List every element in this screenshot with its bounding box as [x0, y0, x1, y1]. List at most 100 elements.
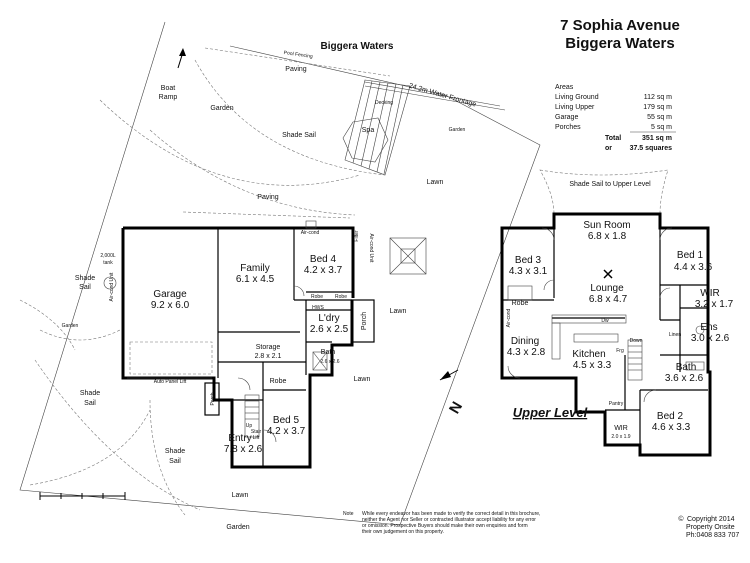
- copyright-symbol: ©: [678, 515, 684, 523]
- upper-stairs: [627, 339, 643, 381]
- room-name-bath: Bath: [321, 349, 336, 356]
- note-text-line: or omission. Prospective Buyers should m…: [362, 523, 528, 529]
- water-tank: [103, 276, 117, 290]
- room-name-storage: Storage: [256, 344, 281, 351]
- hws-label: HWS: [312, 305, 324, 311]
- vanity: [685, 361, 705, 371]
- tank-label: tank: [103, 260, 113, 266]
- room-size-storage: 2.8 x 2.1: [255, 353, 282, 360]
- room-name-entry: Entry: [228, 433, 251, 444]
- disclaimer-note: Note While every endeavor has been made …: [343, 511, 540, 535]
- property-boundary: [19, 21, 541, 526]
- boat-ramp-label: Boat: [161, 85, 175, 92]
- room-size-bed2: 4.6 x 3.3: [652, 422, 691, 433]
- area-or-label: or: [605, 145, 612, 152]
- auto-panel-lift-label: Auto Panel Lift: [154, 379, 187, 385]
- shade-sail-label: Sail: [169, 458, 181, 465]
- entry-porch: [204, 382, 220, 416]
- shade-sail-label: Sail: [84, 400, 96, 407]
- up-label: Up: [246, 423, 253, 429]
- area-label: Living Upper: [555, 104, 595, 111]
- paving-label: Paving: [285, 66, 307, 73]
- room-name-lounge: Lounge: [590, 283, 624, 294]
- area-total-label: Total: [605, 135, 621, 142]
- room-name-kitchen: Kitchen: [572, 349, 605, 360]
- door-swing: [659, 287, 671, 299]
- lawn-label: Lawn: [390, 308, 407, 315]
- aircond-label: Air-cond: [506, 308, 512, 327]
- kitchen-bench: [551, 322, 561, 360]
- ceiling-fan-icon: [603, 269, 613, 279]
- copyright-line: Ph:0408 833 707: [686, 532, 739, 539]
- garden-label: Garden: [449, 127, 466, 133]
- room-size-ens: 3.0 x 2.6: [691, 333, 730, 344]
- shade-sail-label: Sail: [79, 284, 91, 291]
- pool-fencing-line: [204, 47, 391, 77]
- room-name-garage: Garage: [153, 289, 187, 300]
- shade-sail-label: Shade: [75, 275, 95, 282]
- paving-edge: [182, 211, 351, 219]
- room-size-bed1: 4.4 x 3.6: [674, 262, 713, 273]
- site-plan: Biggera Waters Boat Ramp Pool Fencing 24…: [19, 21, 541, 531]
- aircond-label: Air-cond: [301, 230, 320, 236]
- area-total-value: 351 sq m: [642, 135, 672, 142]
- room-name-wir1: WIR: [700, 288, 719, 299]
- area-value: 55 sq m: [647, 114, 672, 121]
- robe-label: Robe: [335, 294, 347, 300]
- robe-label: Robe: [270, 378, 287, 385]
- shade-sail-label: Shade: [80, 390, 100, 397]
- room-size-sunroom: 6.8 x 1.8: [588, 231, 627, 242]
- door-swing: [543, 279, 555, 291]
- upper-level-label: Upper Level: [513, 405, 588, 420]
- aircond-unit-label: Air-cond Unit: [368, 234, 374, 264]
- ground-floor-plan: Garage 9.2 x 6.0 Family 6.1 x 4.5 Bed 4 …: [109, 220, 375, 469]
- linen-label: Linen: [669, 332, 681, 338]
- room-size-dining: 4.3 x 2.8: [507, 347, 546, 358]
- shade-sail-outline: [149, 399, 186, 516]
- room-size-bed4: 4.2 x 3.7: [304, 265, 343, 276]
- door-swing: [541, 227, 555, 241]
- area-value: 179 sq m: [643, 104, 672, 111]
- water-frontage-line: [364, 85, 506, 111]
- copyright-line: Copyright 2014: [687, 516, 735, 523]
- biggera-waters-label: Biggera Waters: [321, 41, 394, 52]
- compass-north-label: N: [446, 399, 466, 417]
- room-name-dining: Dining: [511, 336, 539, 347]
- area-value: 5 sq m: [651, 124, 672, 131]
- lawn-label: Lawn: [427, 179, 444, 186]
- room-size-bed3: 4.3 x 3.1: [509, 266, 548, 277]
- door-swing: [659, 227, 673, 241]
- bath-shower: [312, 351, 328, 371]
- dishwasher-label: Dw: [601, 318, 609, 324]
- note-text-line: neither the Agent nor Seller or contract…: [362, 517, 536, 523]
- lawn-label: Lawn: [354, 376, 371, 383]
- porch-side-label: Porch: [361, 312, 368, 330]
- decking: [344, 79, 411, 176]
- room-size-ldry: 2.6 x 2.5: [310, 324, 349, 335]
- robe-area: [507, 285, 533, 301]
- garage-panel: [129, 341, 213, 375]
- robe-label: Robe: [311, 294, 323, 300]
- upper-floor-plan: Shade Sail to Upper Level Sun Room 6.8 x…: [500, 169, 734, 457]
- spa: [342, 117, 389, 163]
- areas-heading: Areas: [555, 84, 574, 91]
- garden-curve: [194, 59, 386, 176]
- aircond-box: [305, 220, 317, 229]
- room-name-ldry: L'dry: [318, 313, 339, 324]
- room-size-entry: 7.8 x 2.6: [224, 444, 263, 455]
- kitchen-island: [573, 333, 619, 343]
- room-name-wir2: WIR: [614, 425, 628, 432]
- room-name-bed4: Bed 4: [310, 254, 337, 265]
- room-name-family: Family: [240, 263, 269, 274]
- garden-label: Garden: [210, 105, 233, 112]
- garden-label: Garden: [62, 323, 79, 329]
- compass-icon: N: [439, 369, 466, 417]
- room-size-kitchen: 4.5 x 3.3: [573, 360, 612, 371]
- area-label: Porches: [555, 124, 581, 131]
- room-name-ens: Ens: [700, 322, 717, 333]
- door-swing: [263, 429, 277, 443]
- lawn-label: Lawn: [232, 492, 249, 499]
- room-size-lounge: 6.8 x 4.7: [589, 294, 628, 305]
- boat-ramp-label: Ramp: [159, 94, 178, 101]
